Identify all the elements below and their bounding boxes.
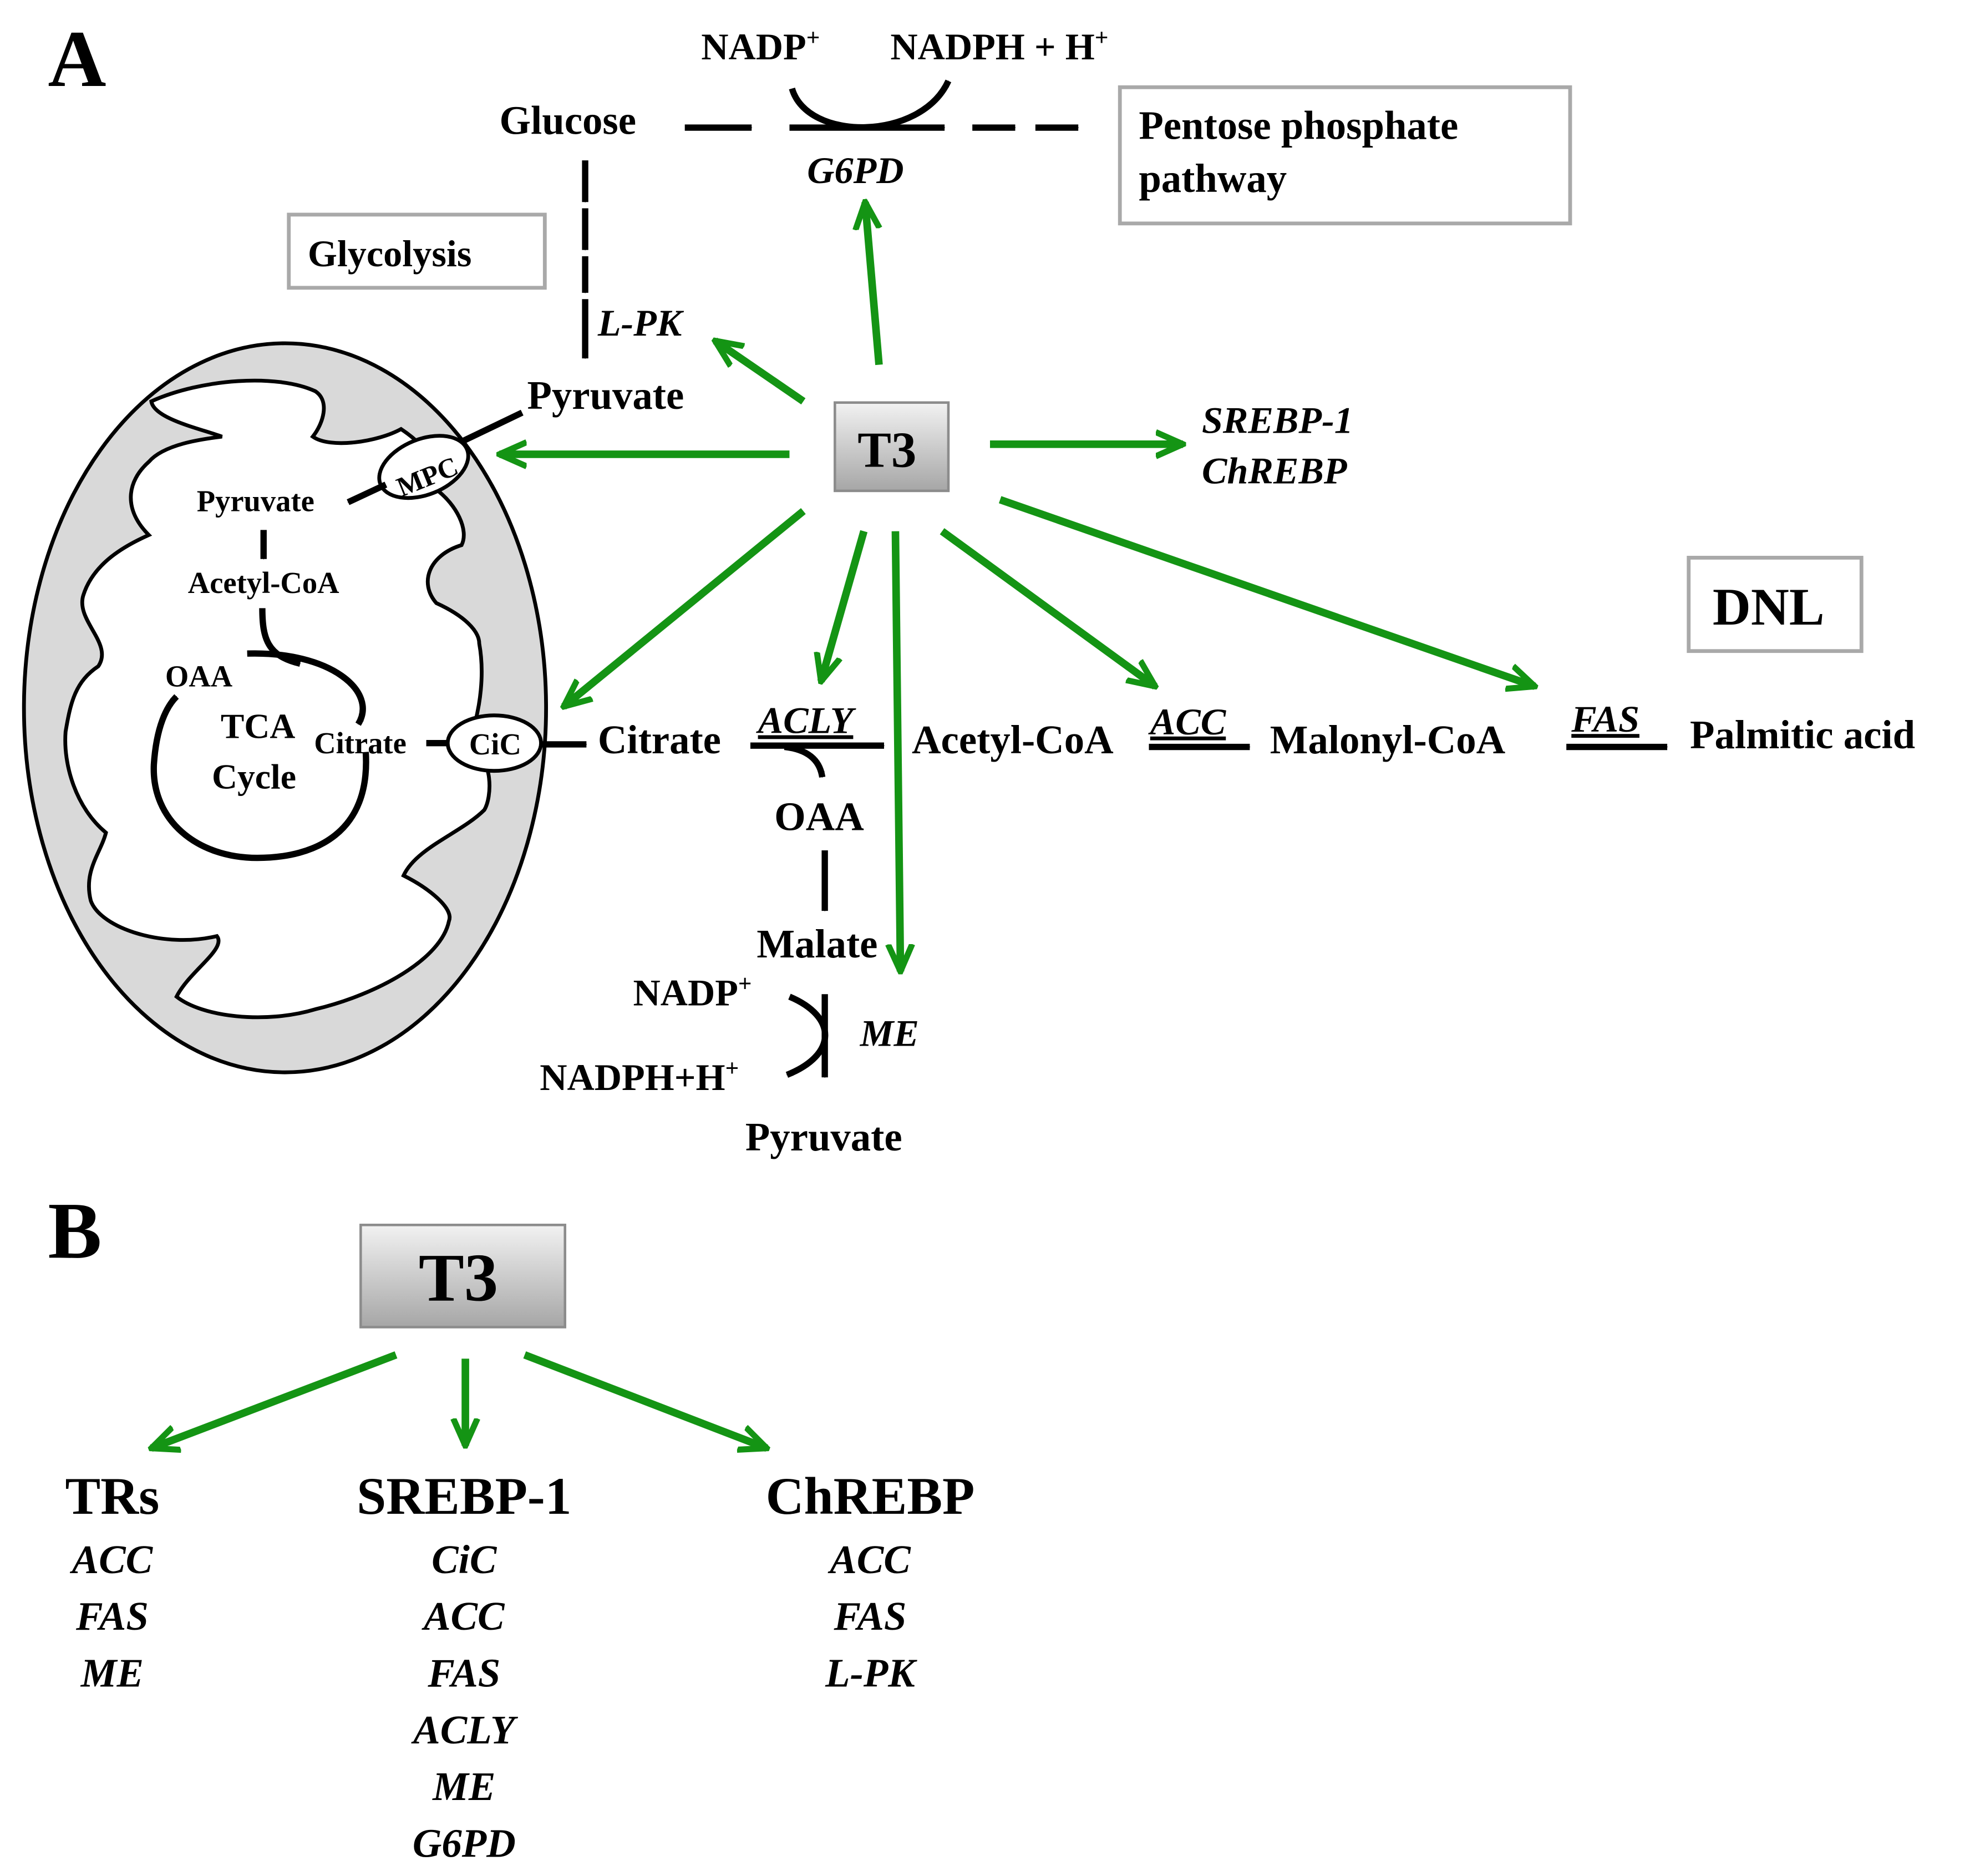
pyruvate-bottom-label: Pyruvate: [745, 1114, 902, 1159]
srebp1-gene-cic: CiC: [431, 1537, 497, 1582]
srebp1-gene-acly: ACLY: [411, 1707, 519, 1752]
mpc-channel-line: [460, 409, 524, 445]
nadp-to-nadph-curve: [789, 79, 952, 131]
nadp-top-label: NADP+: [701, 25, 820, 68]
srebp1-gene-me: ME: [432, 1764, 495, 1809]
t3-to-acly-arrow: [821, 530, 868, 682]
nadp-bottom-label: NADP+: [633, 971, 752, 1014]
t3-to-lpk-arrow: [715, 341, 806, 405]
pentose-phosphate-label: Pentose phosphate: [1139, 103, 1458, 148]
t3-label-panel-a: T3: [857, 422, 916, 478]
trs-header: TRs: [65, 1467, 159, 1525]
chrebp-gene-fas: FAS: [834, 1594, 907, 1639]
chrebp-gene-acc: ACC: [827, 1537, 911, 1582]
acly-to-oaa-curve: [784, 743, 826, 778]
trs-gene-fas: FAS: [75, 1594, 149, 1639]
panel-b-label: B: [48, 1186, 101, 1275]
dnl-label: DNL: [1713, 577, 1825, 636]
t3-to-fas-arrow: [998, 496, 1535, 687]
t3-to-chrebp-arrow: [523, 1351, 767, 1448]
tca-cycle-arc-lower: [150, 694, 369, 861]
t3-label-panel-b: T3: [419, 1240, 498, 1316]
g6pd-enzyme-label: G6PD: [807, 149, 903, 191]
nadph-top-label: NADPH + H+: [890, 25, 1108, 68]
acetyl-into-tca-arrow: [259, 608, 301, 667]
acly-enzyme-label: ACLY: [756, 699, 856, 741]
tca-cycle-arc: [247, 650, 366, 726]
acc-enzyme-label: ACC: [1148, 701, 1227, 743]
mito-citrate-label: Citrate: [314, 726, 407, 760]
glucose-label: Glucose: [499, 98, 636, 143]
tca-cycle-label: Cycle: [212, 757, 296, 797]
t3-to-acc-arrow: [940, 528, 1155, 687]
t3-box-panel-b: [359, 1224, 566, 1329]
citrate-cytosol-label: Citrate: [598, 717, 721, 762]
srebp1-gene-acc: ACC: [422, 1594, 505, 1639]
mitochondrion: MPC Pyruvate Acetyl-CoA OAA TCA Cycle Ci…: [22, 341, 549, 1074]
lpk-enzyme-label: L-PK: [597, 302, 684, 344]
acetyl-coa-cytosol-label: Acetyl-CoA: [912, 717, 1114, 762]
glycolysis-box: [287, 212, 547, 290]
mito-acetyl-coa-label: Acetyl-CoA: [188, 566, 339, 600]
chrebp-label-panel-a: ChREBP: [1202, 449, 1348, 491]
pentose-phosphate-box: [1118, 85, 1572, 226]
trs-column: TRs ACC FAS ME: [65, 1467, 159, 1696]
mito-oaa-label: OAA: [165, 659, 232, 693]
malonyl-coa-label: Malonyl-CoA: [1270, 717, 1505, 762]
mpc-to-pyruvate-arrow: [347, 481, 388, 505]
cyto-oaa-label: OAA: [774, 794, 864, 839]
nadph-bottom-label: NADPH+H+: [540, 1056, 739, 1098]
t3-to-trs-arrow: [151, 1351, 398, 1448]
srebp1-label-panel-a: SREBP-1: [1202, 399, 1353, 441]
chrebp-gene-lpk: L-PK: [825, 1651, 917, 1696]
me-cofactor-curve: [785, 993, 829, 1078]
dnl-box: [1687, 556, 1864, 653]
t3-to-g6pd-arrow: [865, 202, 883, 366]
fas-enzyme-label: FAS: [1571, 698, 1639, 740]
srebp1-gene-fas: FAS: [427, 1651, 500, 1696]
pyruvate-cytosol-label: Pyruvate: [527, 373, 684, 418]
t3-to-me-arrow: [895, 531, 900, 972]
srebp1-column: SREBP-1 CiC ACC FAS ACLY ME G6PD: [357, 1467, 571, 1865]
tca-label: TCA: [221, 707, 295, 746]
cic-label: CiC: [469, 727, 521, 761]
me-enzyme-label: ME: [860, 1012, 919, 1054]
panel-a-label: A: [48, 14, 106, 104]
srebp1-header: SREBP-1: [357, 1467, 571, 1525]
palmitic-acid-label: Palmitic acid: [1690, 712, 1915, 757]
chrebp-column: ChREBP ACC FAS L-PK: [766, 1467, 975, 1696]
mito-pyruvate-label: Pyruvate: [197, 484, 314, 518]
trs-gene-me: ME: [80, 1651, 144, 1696]
cic-transporter: [445, 713, 543, 773]
t3-box-panel-a: [834, 401, 950, 493]
trs-gene-acc: ACC: [70, 1537, 154, 1582]
chrebp-header: ChREBP: [766, 1467, 975, 1525]
glycolysis-label: Glycolysis: [308, 232, 472, 275]
srebp1-gene-g6pd: G6PD: [413, 1821, 516, 1866]
t3-regulation-arrows: [499, 202, 1535, 971]
pentose-phosphate-label-line2: pathway: [1139, 156, 1287, 201]
t3-to-cic-arrow: [563, 508, 806, 706]
malate-label: Malate: [757, 921, 877, 966]
